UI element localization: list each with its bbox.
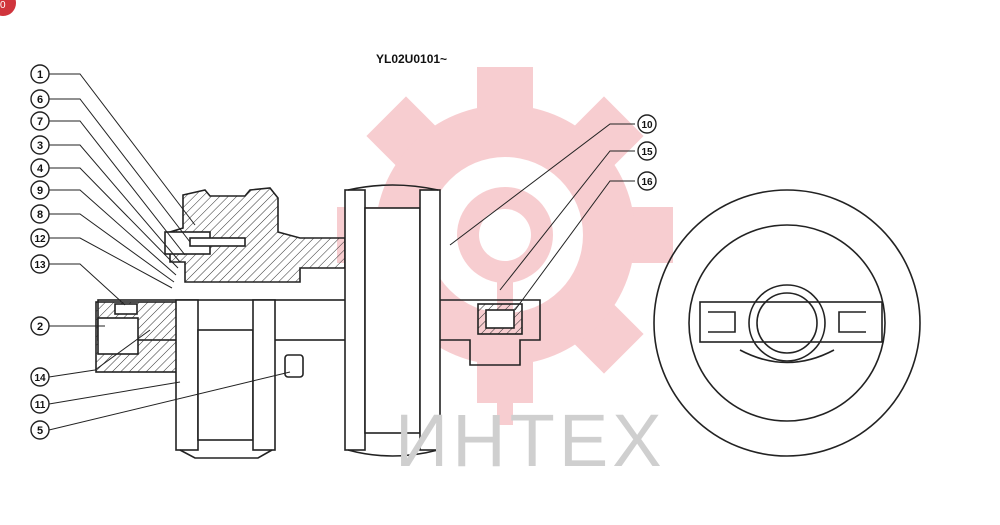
callout-12: 12 bbox=[30, 228, 50, 248]
callout-4: 4 bbox=[30, 158, 50, 178]
callout-circle bbox=[30, 394, 50, 414]
callout-3: 3 bbox=[30, 135, 50, 155]
callout-1: 1 bbox=[30, 64, 50, 84]
roller-end-view bbox=[653, 189, 921, 457]
callout-label: 13 bbox=[34, 260, 46, 271]
callout-circle bbox=[30, 158, 50, 178]
callout-circle bbox=[30, 316, 50, 336]
callout-label: 16 bbox=[641, 177, 653, 188]
callout-label: 9 bbox=[37, 185, 43, 197]
callout-circle bbox=[30, 367, 50, 387]
callout-2: 2 bbox=[30, 316, 50, 336]
callouts-left: 1 6 7 3 4 9 8 12 13 2 14 11 5 bbox=[30, 64, 50, 440]
callout-circle bbox=[637, 141, 657, 161]
callout-7: 7 bbox=[30, 111, 50, 131]
callout-11: 11 bbox=[30, 394, 50, 414]
callout-label: 8 bbox=[37, 209, 43, 221]
callout-circle bbox=[30, 111, 50, 131]
callout-label: 12 bbox=[34, 234, 46, 245]
callout-6: 6 bbox=[30, 89, 50, 109]
callout-circle bbox=[30, 254, 50, 274]
corner-badge-text: 0 bbox=[0, 0, 6, 11]
callout-circle bbox=[30, 64, 50, 84]
callout-14: 14 bbox=[30, 367, 50, 387]
callout-label: 4 bbox=[37, 163, 44, 175]
callout-label: 14 bbox=[34, 373, 46, 384]
callout-label: 11 bbox=[35, 400, 46, 411]
callout-label: 5 bbox=[37, 425, 43, 437]
callout-label: 10 bbox=[641, 120, 653, 131]
drawing-title: YL02U0101~ bbox=[376, 52, 448, 66]
callout-label: 2 bbox=[37, 321, 43, 333]
callout-label: 6 bbox=[37, 94, 43, 106]
callout-label: 7 bbox=[37, 116, 43, 128]
leader-lines bbox=[48, 73, 635, 431]
corner-badge: 0 bbox=[0, 0, 16, 16]
callout-circle bbox=[30, 420, 50, 440]
callout-label: 1 bbox=[37, 69, 43, 81]
watermark-text: ИНТЕХ bbox=[395, 399, 666, 482]
callout-circle bbox=[30, 204, 50, 224]
callouts-right: 10 15 16 bbox=[637, 114, 657, 191]
callout-13: 13 bbox=[30, 254, 50, 274]
callout-circle bbox=[30, 228, 50, 248]
callout-circle bbox=[30, 89, 50, 109]
callout-8: 8 bbox=[30, 204, 50, 224]
callout-label: 3 bbox=[37, 140, 43, 152]
callout-circle bbox=[637, 114, 657, 134]
callout-label: 15 bbox=[641, 147, 653, 158]
callout-10: 10 bbox=[637, 114, 657, 134]
callout-circle bbox=[30, 180, 50, 200]
callout-circle bbox=[637, 171, 657, 191]
callout-15: 15 bbox=[637, 141, 657, 161]
roller-section-view bbox=[95, 184, 541, 459]
callout-circle bbox=[30, 135, 50, 155]
callout-9: 9 bbox=[30, 180, 50, 200]
callout-5: 5 bbox=[30, 420, 50, 440]
callout-16: 16 bbox=[637, 171, 657, 191]
